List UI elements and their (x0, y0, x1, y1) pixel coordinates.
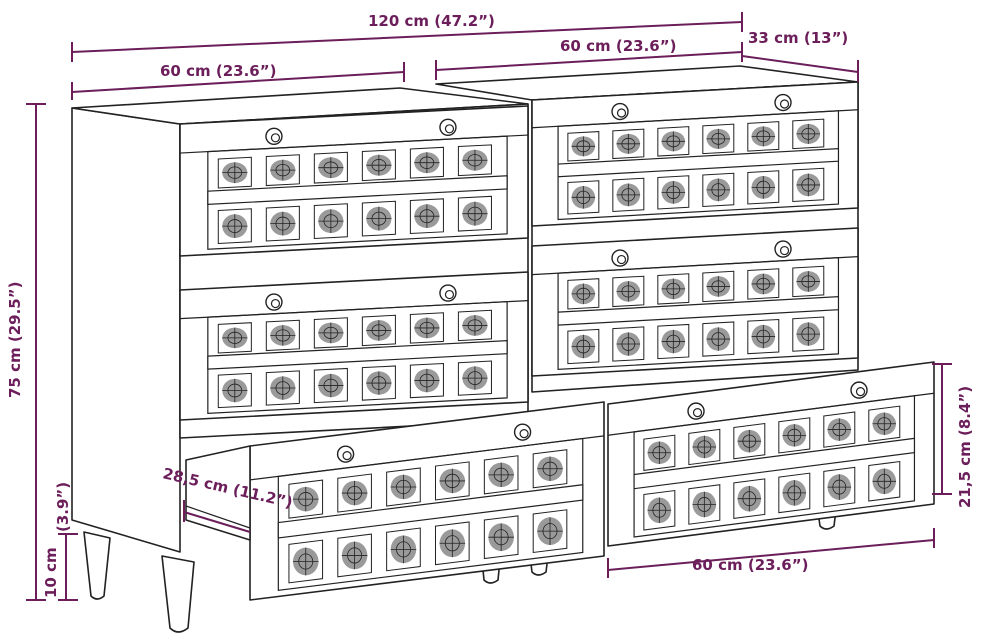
right-unit-width-label: 60 cm (23.6”) (560, 37, 676, 55)
knob-icon (850, 381, 868, 399)
knob-detail-icon (270, 133, 281, 143)
knob-detail-icon (342, 451, 352, 461)
drawer-inner-panel (277, 437, 584, 591)
drawer-inner-panel (557, 257, 840, 370)
knob-icon (336, 445, 355, 463)
drawer-middle-rail (207, 175, 508, 206)
drawer-right-top (531, 81, 859, 227)
knob-icon (611, 102, 629, 121)
dimension-lines (26, 12, 952, 601)
drawer-width-line (607, 539, 935, 571)
knob-icon (513, 423, 532, 441)
drawer-inner-panel (207, 135, 508, 250)
right-unit-width-line (435, 51, 743, 71)
dimension-labels: 120 cm (47.2”) 60 cm (23.6”) 60 cm (23.6… (6, 12, 974, 598)
drawer-width-label: 60 cm (23.6”) (692, 556, 808, 574)
drawer-middle-rail (557, 147, 840, 178)
knob-icon (687, 402, 705, 420)
knob-icon (265, 293, 283, 311)
leg-front-left-2 (161, 555, 195, 633)
left-unit-width-line (71, 71, 405, 93)
total-width-label: 120 cm (47.2”) (368, 12, 495, 30)
knob-icon (774, 93, 792, 112)
knob-detail-icon (779, 245, 790, 256)
drawer-inner-panel (207, 301, 508, 414)
drawer-depth-line (183, 511, 251, 533)
cabinet-drawing (71, 65, 935, 633)
legs (83, 509, 837, 633)
knob-detail-icon (692, 408, 703, 418)
depth-label: 33 cm (13”) (748, 29, 848, 47)
drawers (179, 81, 935, 601)
total-width-line (71, 21, 743, 53)
knob-detail-icon (444, 124, 455, 134)
drawer-middle-rail (207, 340, 508, 370)
knob-detail-icon (519, 429, 529, 439)
leg-front-left (83, 531, 111, 600)
knob-detail-icon (855, 387, 866, 397)
knob-icon (774, 240, 792, 258)
knob-detail-icon (779, 99, 790, 109)
leg-height-label: 10 cm (42, 547, 60, 598)
knob-icon (611, 249, 629, 267)
depth-line (741, 55, 859, 73)
knob-icon (439, 118, 457, 137)
knob-detail-icon (616, 108, 627, 118)
drawer-inner-panel (557, 110, 840, 221)
drawer-height-label: 21,5 cm (8.4”) (956, 386, 974, 508)
drawer-middle-rail (277, 484, 584, 539)
left-cabinet-side (71, 107, 181, 553)
knob-icon (439, 284, 457, 302)
drawer-right-bottom-open (607, 361, 935, 547)
open-drawer-bottom-edge (185, 505, 251, 529)
left-unit-width-label: 60 cm (23.6”) (160, 62, 276, 80)
leg-height-inch-label: (3.9”) (54, 482, 72, 532)
drawer-left-top (179, 105, 529, 257)
drawer-inner-panel (633, 395, 916, 538)
drawer-left-bottom-open (249, 401, 605, 601)
drawer-middle-rail (557, 296, 840, 326)
drawer-right-middle (531, 227, 859, 377)
drawer-left-middle (179, 271, 529, 421)
knob-detail-icon (444, 289, 455, 300)
drawer-middle-rail (633, 437, 916, 490)
height-label: 75 cm (29.5”) (6, 282, 24, 398)
knob-icon (265, 127, 283, 146)
knob-detail-icon (616, 254, 627, 265)
knob-detail-icon (270, 298, 281, 309)
